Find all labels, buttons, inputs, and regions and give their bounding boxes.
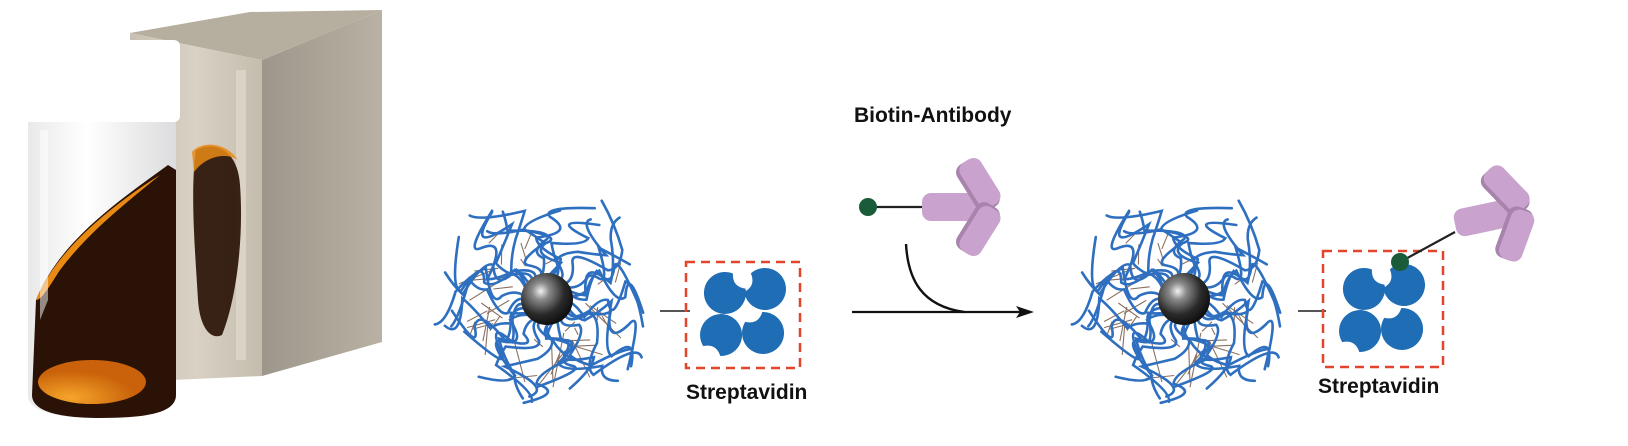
streptavidin-box-right	[1323, 251, 1443, 367]
ferrofluid-vial-with-magnet-photo	[24, 10, 382, 418]
biotin-dot-icon	[859, 198, 877, 216]
bound-biotin-linker	[1400, 232, 1455, 262]
streptavidin-subunit	[1339, 310, 1381, 352]
crosslink	[493, 287, 513, 289]
streptavidin-subunit	[742, 312, 784, 354]
magnetic-nanoparticle-right	[1072, 201, 1280, 403]
biotin-antibody-reagent	[859, 155, 1004, 260]
vial-cap	[24, 40, 180, 122]
magnet-side-face	[262, 10, 382, 376]
bound-biotin-antibody	[1391, 156, 1546, 276]
vial-fluid-glow	[38, 360, 146, 404]
streptavidin-label-left: Streptavidin	[686, 381, 807, 405]
streptavidin-label-right: Streptavidin	[1318, 375, 1439, 399]
arrow-curve	[906, 244, 964, 312]
crosslink	[575, 328, 579, 335]
polymer-chain	[1136, 318, 1173, 399]
crosslink	[1130, 287, 1150, 289]
biotin-antibody-label: Biotin-Antibody	[854, 104, 1011, 128]
polymer-chain	[499, 318, 535, 399]
streptavidin-subunit	[744, 268, 786, 310]
magnetic-nanoparticle-left	[435, 201, 643, 403]
vial-glass-shine	[40, 130, 48, 320]
y-shaped-antibody-icon	[922, 155, 1004, 260]
streptavidin-box-left	[686, 262, 800, 368]
streptavidin-tetramer-left	[700, 268, 786, 356]
reaction-arrow-icon	[852, 244, 1034, 318]
magnetic-core	[1158, 273, 1210, 325]
bound-biotin-dot-icon	[1391, 253, 1409, 271]
streptavidin-subunit	[1343, 268, 1385, 310]
antibody-shape	[1444, 156, 1546, 276]
streptavidin-subunit	[704, 272, 746, 314]
bound-antibody-icon	[1444, 156, 1546, 276]
streptavidin-subunit	[1383, 264, 1425, 306]
crosslink	[552, 347, 553, 383]
crosslink	[1189, 347, 1190, 383]
streptavidin-tetramer-right	[1339, 264, 1425, 352]
streptavidin-subunit	[700, 314, 742, 356]
streptavidin-subunit	[1381, 308, 1423, 350]
crosslink	[1212, 328, 1216, 335]
magnetic-core	[521, 273, 573, 325]
antibody-shape	[922, 155, 1004, 260]
